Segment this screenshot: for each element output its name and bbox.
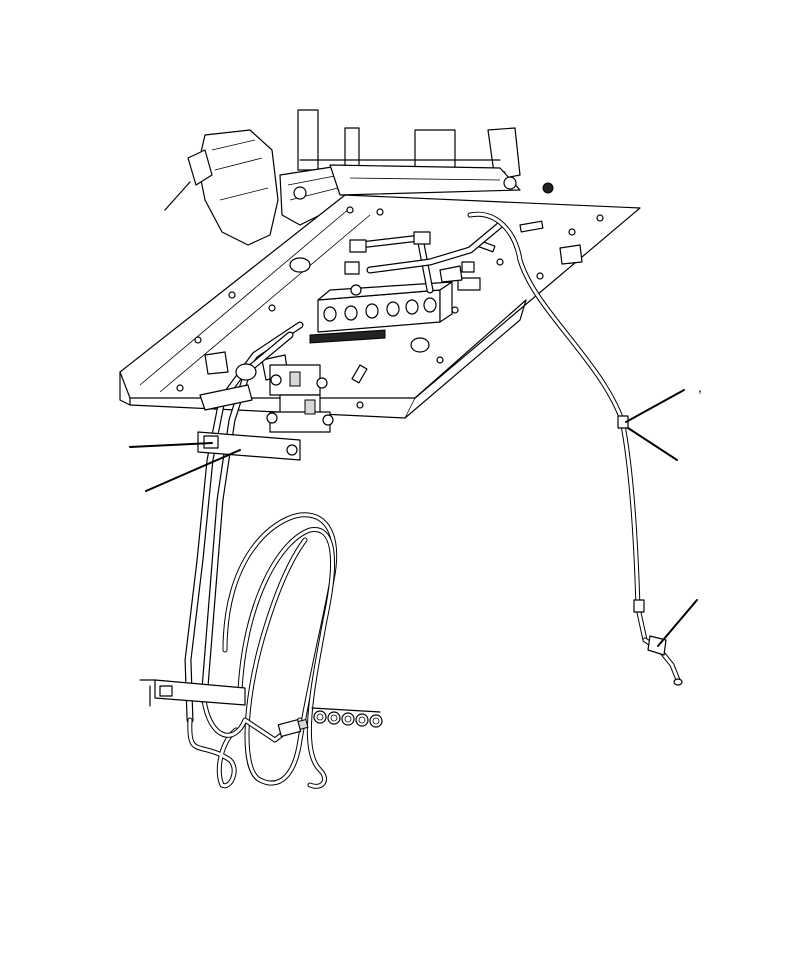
callout-leaders	[129, 389, 698, 647]
stray-mark: ,	[698, 379, 702, 395]
quick-coupler-row	[277, 707, 383, 738]
main-hose-bundle	[184, 321, 304, 724]
valve-stack-lower	[266, 364, 334, 433]
leader-1	[129, 442, 213, 448]
right-thin-hose	[467, 211, 683, 686]
leader-2	[145, 449, 241, 492]
upper-clamp-bracket	[197, 431, 301, 461]
fittings-cluster-top	[344, 221, 504, 296]
coiled-hose-loops	[187, 512, 338, 789]
upper-frame-assembly	[164, 109, 554, 246]
leader-4	[627, 427, 678, 461]
leader-5	[657, 599, 698, 647]
leader-3	[625, 389, 685, 423]
lower-clamp-bracket	[139, 679, 246, 707]
manifold-block	[309, 281, 453, 344]
